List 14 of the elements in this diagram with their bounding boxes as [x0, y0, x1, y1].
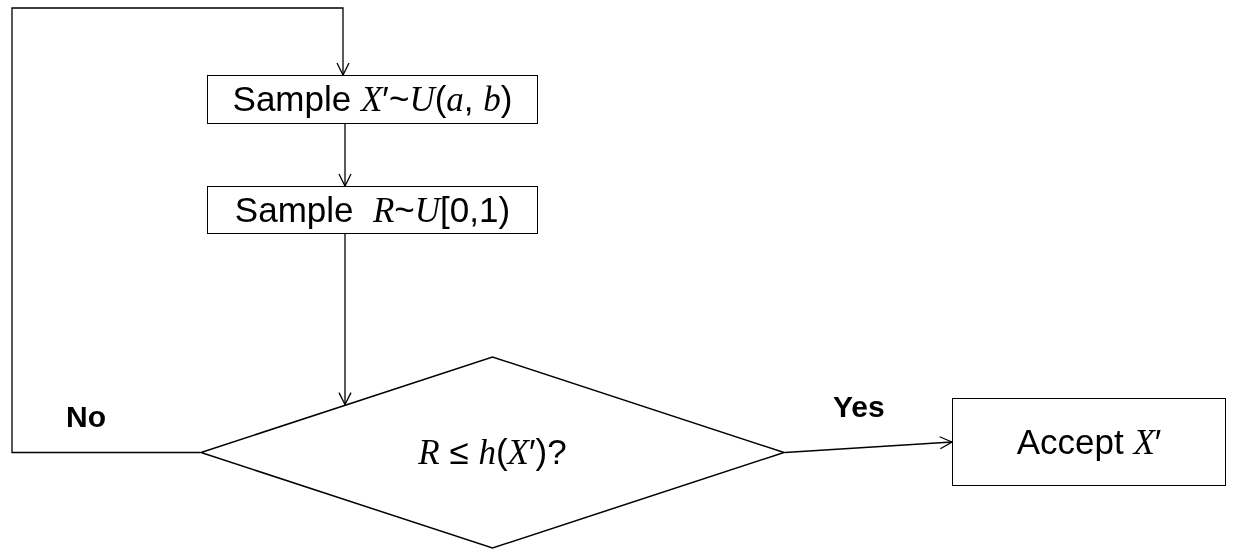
arrow: [11, 7, 350, 454]
process-box: [952, 398, 1226, 486]
node-label: R ≤ h(X′)?: [418, 431, 567, 475]
node-label: Accept X′: [1016, 420, 1162, 464]
process-box: [207, 186, 538, 234]
node-label: Sample R~U[0,1): [234, 188, 511, 232]
edge-label: Yes: [833, 392, 885, 422]
arrow: [338, 123, 352, 187]
arrow: [338, 233, 352, 406]
node-label: Sample X′~U(a, b): [232, 78, 513, 122]
edge-label: No: [66, 402, 106, 432]
decision-diamond: [200, 356, 785, 549]
arrow: [784, 436, 953, 454]
process-box: [207, 75, 538, 124]
